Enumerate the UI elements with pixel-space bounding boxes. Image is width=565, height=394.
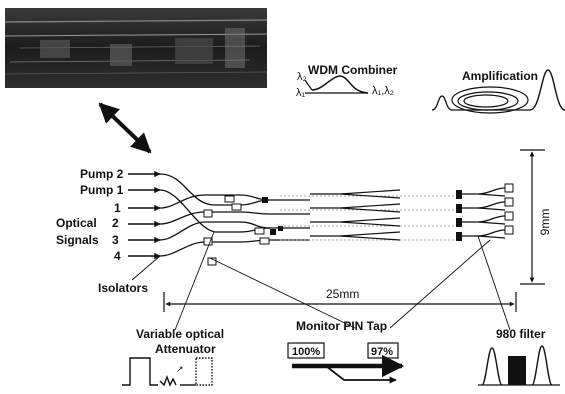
output-black-blocks: [456, 190, 462, 241]
wdm-title: WDM Combiner: [308, 63, 398, 77]
wdm-lambda12: λ₁,λ₂: [372, 85, 394, 97]
voa-pulse-sketch: [122, 358, 212, 385]
width-label: 25mm: [326, 287, 359, 301]
tap-pct-in-box: 100%: [288, 343, 324, 358]
amplification-title: Amplification: [462, 69, 538, 83]
output-white-boxes: [505, 184, 513, 234]
tap-title: Monitor PIN Tap: [296, 319, 387, 333]
input-labels: Pump 2 Pump 1 1 Optical 2 Signals 3 4 Is…: [56, 167, 148, 295]
junction-dots: [262, 197, 283, 235]
output-routing: [460, 188, 505, 238]
label-isolators: Isolators: [98, 281, 148, 295]
leader-lines: [175, 232, 510, 330]
label-optical: Optical: [56, 216, 97, 230]
tap-pct-out-box: 97%: [368, 343, 398, 358]
photo-link-arrow: [100, 104, 150, 152]
tap-pct-out: 97%: [371, 346, 393, 358]
voa-line1: Variable optical: [136, 327, 224, 341]
tap-pct-in: 100%: [292, 346, 320, 358]
filter-spectrum-sketch: [478, 346, 560, 385]
label-signal3: 3: [112, 233, 119, 247]
chip-photo: [5, 8, 267, 88]
label-pump2: Pump 2: [80, 167, 124, 181]
label-signal2: 2: [112, 216, 119, 230]
label-signal4: 4: [114, 249, 121, 263]
amplification-inset: Amplification: [432, 69, 565, 113]
voa-arrow-glyph: ↗: [176, 364, 184, 374]
wdm-combiner-inset: WDM Combiner λ₂ λ₁ λ₁,λ₂: [296, 63, 398, 99]
label-signals: Signals: [56, 233, 99, 247]
waveguide-routing: [160, 174, 310, 256]
isolator-boxes: [204, 196, 269, 265]
input-arrows: [128, 174, 160, 256]
wdm-lambda1: λ₁: [296, 87, 306, 99]
amplifier-tapers: [310, 190, 400, 240]
label-signal1: 1: [114, 201, 121, 215]
label-pump1: Pump 1: [80, 183, 124, 197]
filter-title: 980 filter: [496, 327, 546, 341]
height-label: 9mm: [538, 209, 552, 236]
voa-line2: Attenuator: [155, 342, 216, 356]
